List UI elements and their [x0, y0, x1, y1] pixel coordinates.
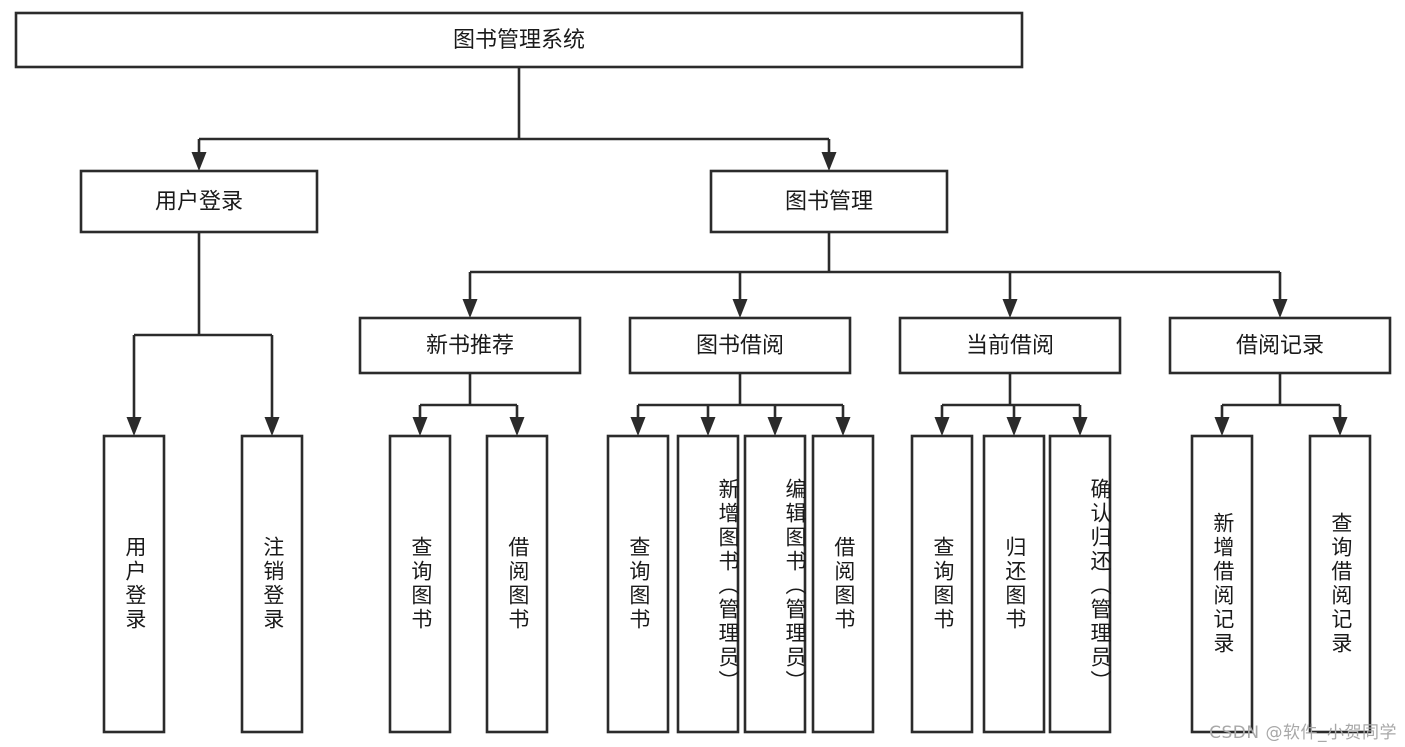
connector-layer [126, 67, 1348, 436]
arrow-head-icon-book-borrow [732, 299, 748, 318]
node-box-loan-records[interactable] [1168, 316, 1392, 375]
node-box-user-login[interactable] [79, 169, 319, 234]
arrow-head-icon-leaf-borrow-book-1 [509, 417, 525, 436]
node-label-book-borrow: 图书借阅 [696, 334, 784, 359]
node-box-leaf-logout[interactable] [240, 434, 304, 734]
node-label-loan-records: 借阅记录 [1236, 334, 1324, 359]
arrow-head-icon-user-login [191, 152, 207, 171]
arrow-head-icon-leaf-query-book-3 [934, 417, 950, 436]
arrow-head-icon-leaf-query-record [1332, 417, 1348, 436]
node-box-leaf-borrow-book-2[interactable] [811, 434, 875, 734]
node-box-leaf-borrow-book-1[interactable] [485, 434, 549, 734]
node-box-leaf-query-book-1[interactable] [388, 434, 452, 734]
node-box-leaf-query-book-3[interactable] [910, 434, 974, 734]
arrow-head-icon-leaf-query-book-1 [412, 417, 428, 436]
csdn-watermark: CSDN @软件_小贺同学 [1209, 723, 1397, 743]
node-box-leaf-return-book[interactable] [982, 434, 1046, 734]
node-box-root[interactable] [14, 11, 1024, 69]
arrow-head-icon-leaf-add-book [700, 417, 716, 436]
node-box-leaf-confirm-return[interactable] [1048, 434, 1112, 734]
node-box-leaf-query-record[interactable] [1308, 434, 1372, 734]
node-box-leaf-user-login[interactable] [102, 434, 166, 734]
node-label-user-login: 用户登录 [155, 190, 243, 215]
node-box-layer [14, 11, 1392, 734]
node-box-leaf-query-book-2[interactable] [606, 434, 670, 734]
node-box-leaf-add-book[interactable] [676, 434, 740, 734]
arrow-head-icon-book-manage [821, 152, 837, 171]
node-box-book-manage[interactable] [709, 169, 949, 234]
node-box-book-borrow[interactable] [628, 316, 852, 375]
arrow-head-icon-leaf-add-record [1214, 417, 1230, 436]
node-box-leaf-add-record[interactable] [1190, 434, 1254, 734]
node-label-book-manage: 图书管理 [785, 190, 873, 215]
arrow-head-icon-leaf-query-book-2 [630, 417, 646, 436]
arrow-head-icon-leaf-user-login [126, 417, 142, 436]
arrow-head-icon-leaf-logout [264, 417, 280, 436]
node-label-new-book-rec: 新书推荐 [426, 334, 514, 359]
node-label-current-loans: 当前借阅 [966, 334, 1054, 359]
arrow-head-icon-leaf-edit-book [767, 417, 783, 436]
node-box-new-book-rec[interactable] [358, 316, 582, 375]
node-box-current-loans[interactable] [898, 316, 1122, 375]
node-box-leaf-edit-book[interactable] [743, 434, 807, 734]
arrow-head-icon-current-loans [1002, 299, 1018, 318]
arrow-head-icon-loan-records [1272, 299, 1288, 318]
arrow-head-icon-leaf-return-book [1006, 417, 1022, 436]
arrow-head-icon-new-book-rec [462, 299, 478, 318]
arrow-head-icon-leaf-confirm-return [1072, 417, 1088, 436]
node-label-root: 图书管理系统 [453, 28, 585, 53]
arrow-head-icon-leaf-borrow-book-2 [835, 417, 851, 436]
